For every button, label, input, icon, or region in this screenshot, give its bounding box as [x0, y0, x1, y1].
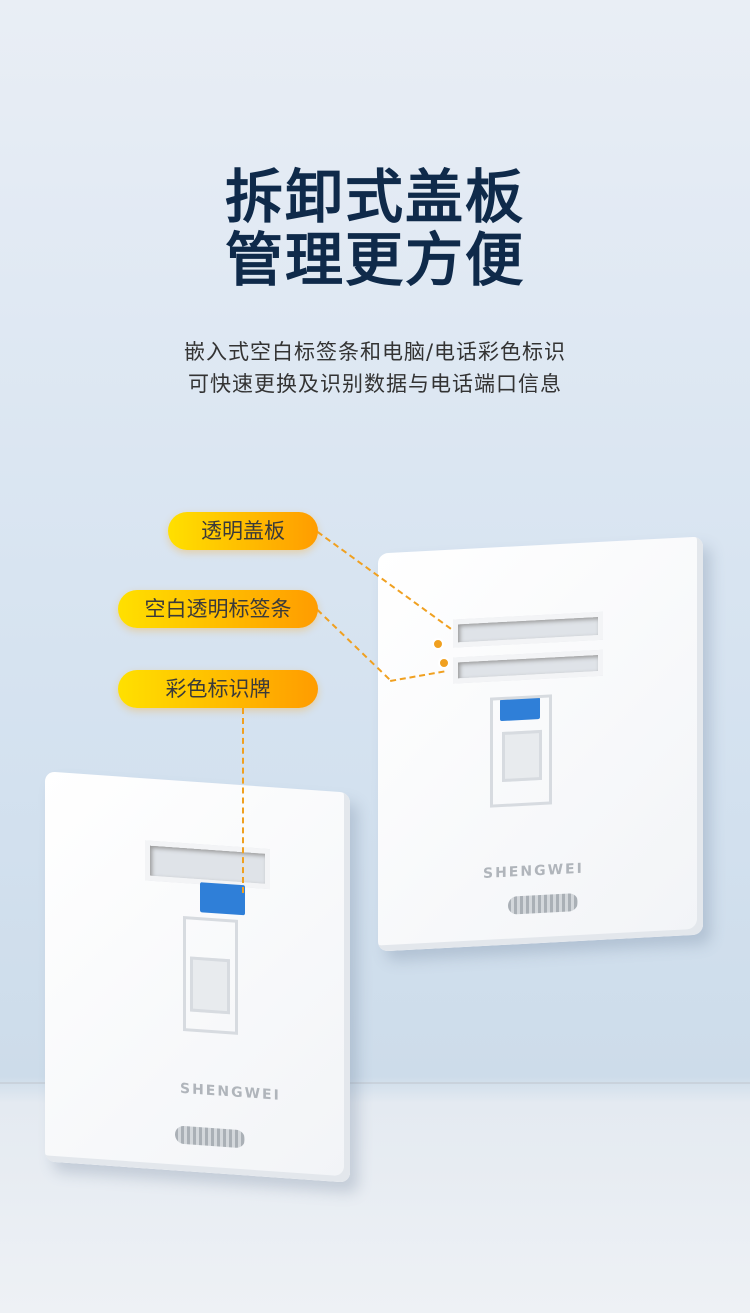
label-strip-slot — [453, 649, 603, 684]
floor-line — [0, 1082, 750, 1084]
callout-dot — [432, 638, 444, 650]
faceplate-right: SHENGWEI — [378, 536, 703, 952]
leader-line — [242, 708, 244, 893]
callout-label-strip: 空白透明标签条 — [118, 590, 318, 628]
color-tag — [200, 882, 245, 916]
headline-line1: 拆卸式盖板 — [224, 163, 525, 231]
brand-logo: SHENGWEI — [180, 1080, 281, 1104]
rj45-port — [502, 729, 542, 783]
label-slot — [453, 611, 603, 648]
release-grip — [175, 1125, 245, 1149]
callout-dot — [438, 657, 450, 669]
description-line1: 嵌入式空白标签条和电脑/电话彩色标识 — [183, 340, 567, 364]
release-grip — [508, 893, 578, 915]
faceplate-left: SHENGWEI — [45, 771, 350, 1183]
callout-color-tag: 彩色标识牌 — [118, 670, 318, 708]
rj45-port — [190, 956, 230, 1015]
headline-line2: 管理更方便 — [224, 226, 525, 294]
description-line2: 可快速更换及识别数据与电话端口信息 — [188, 372, 562, 396]
brand-logo: SHENGWEI — [483, 860, 584, 883]
callout-transparent-cover: 透明盖板 — [168, 512, 318, 550]
